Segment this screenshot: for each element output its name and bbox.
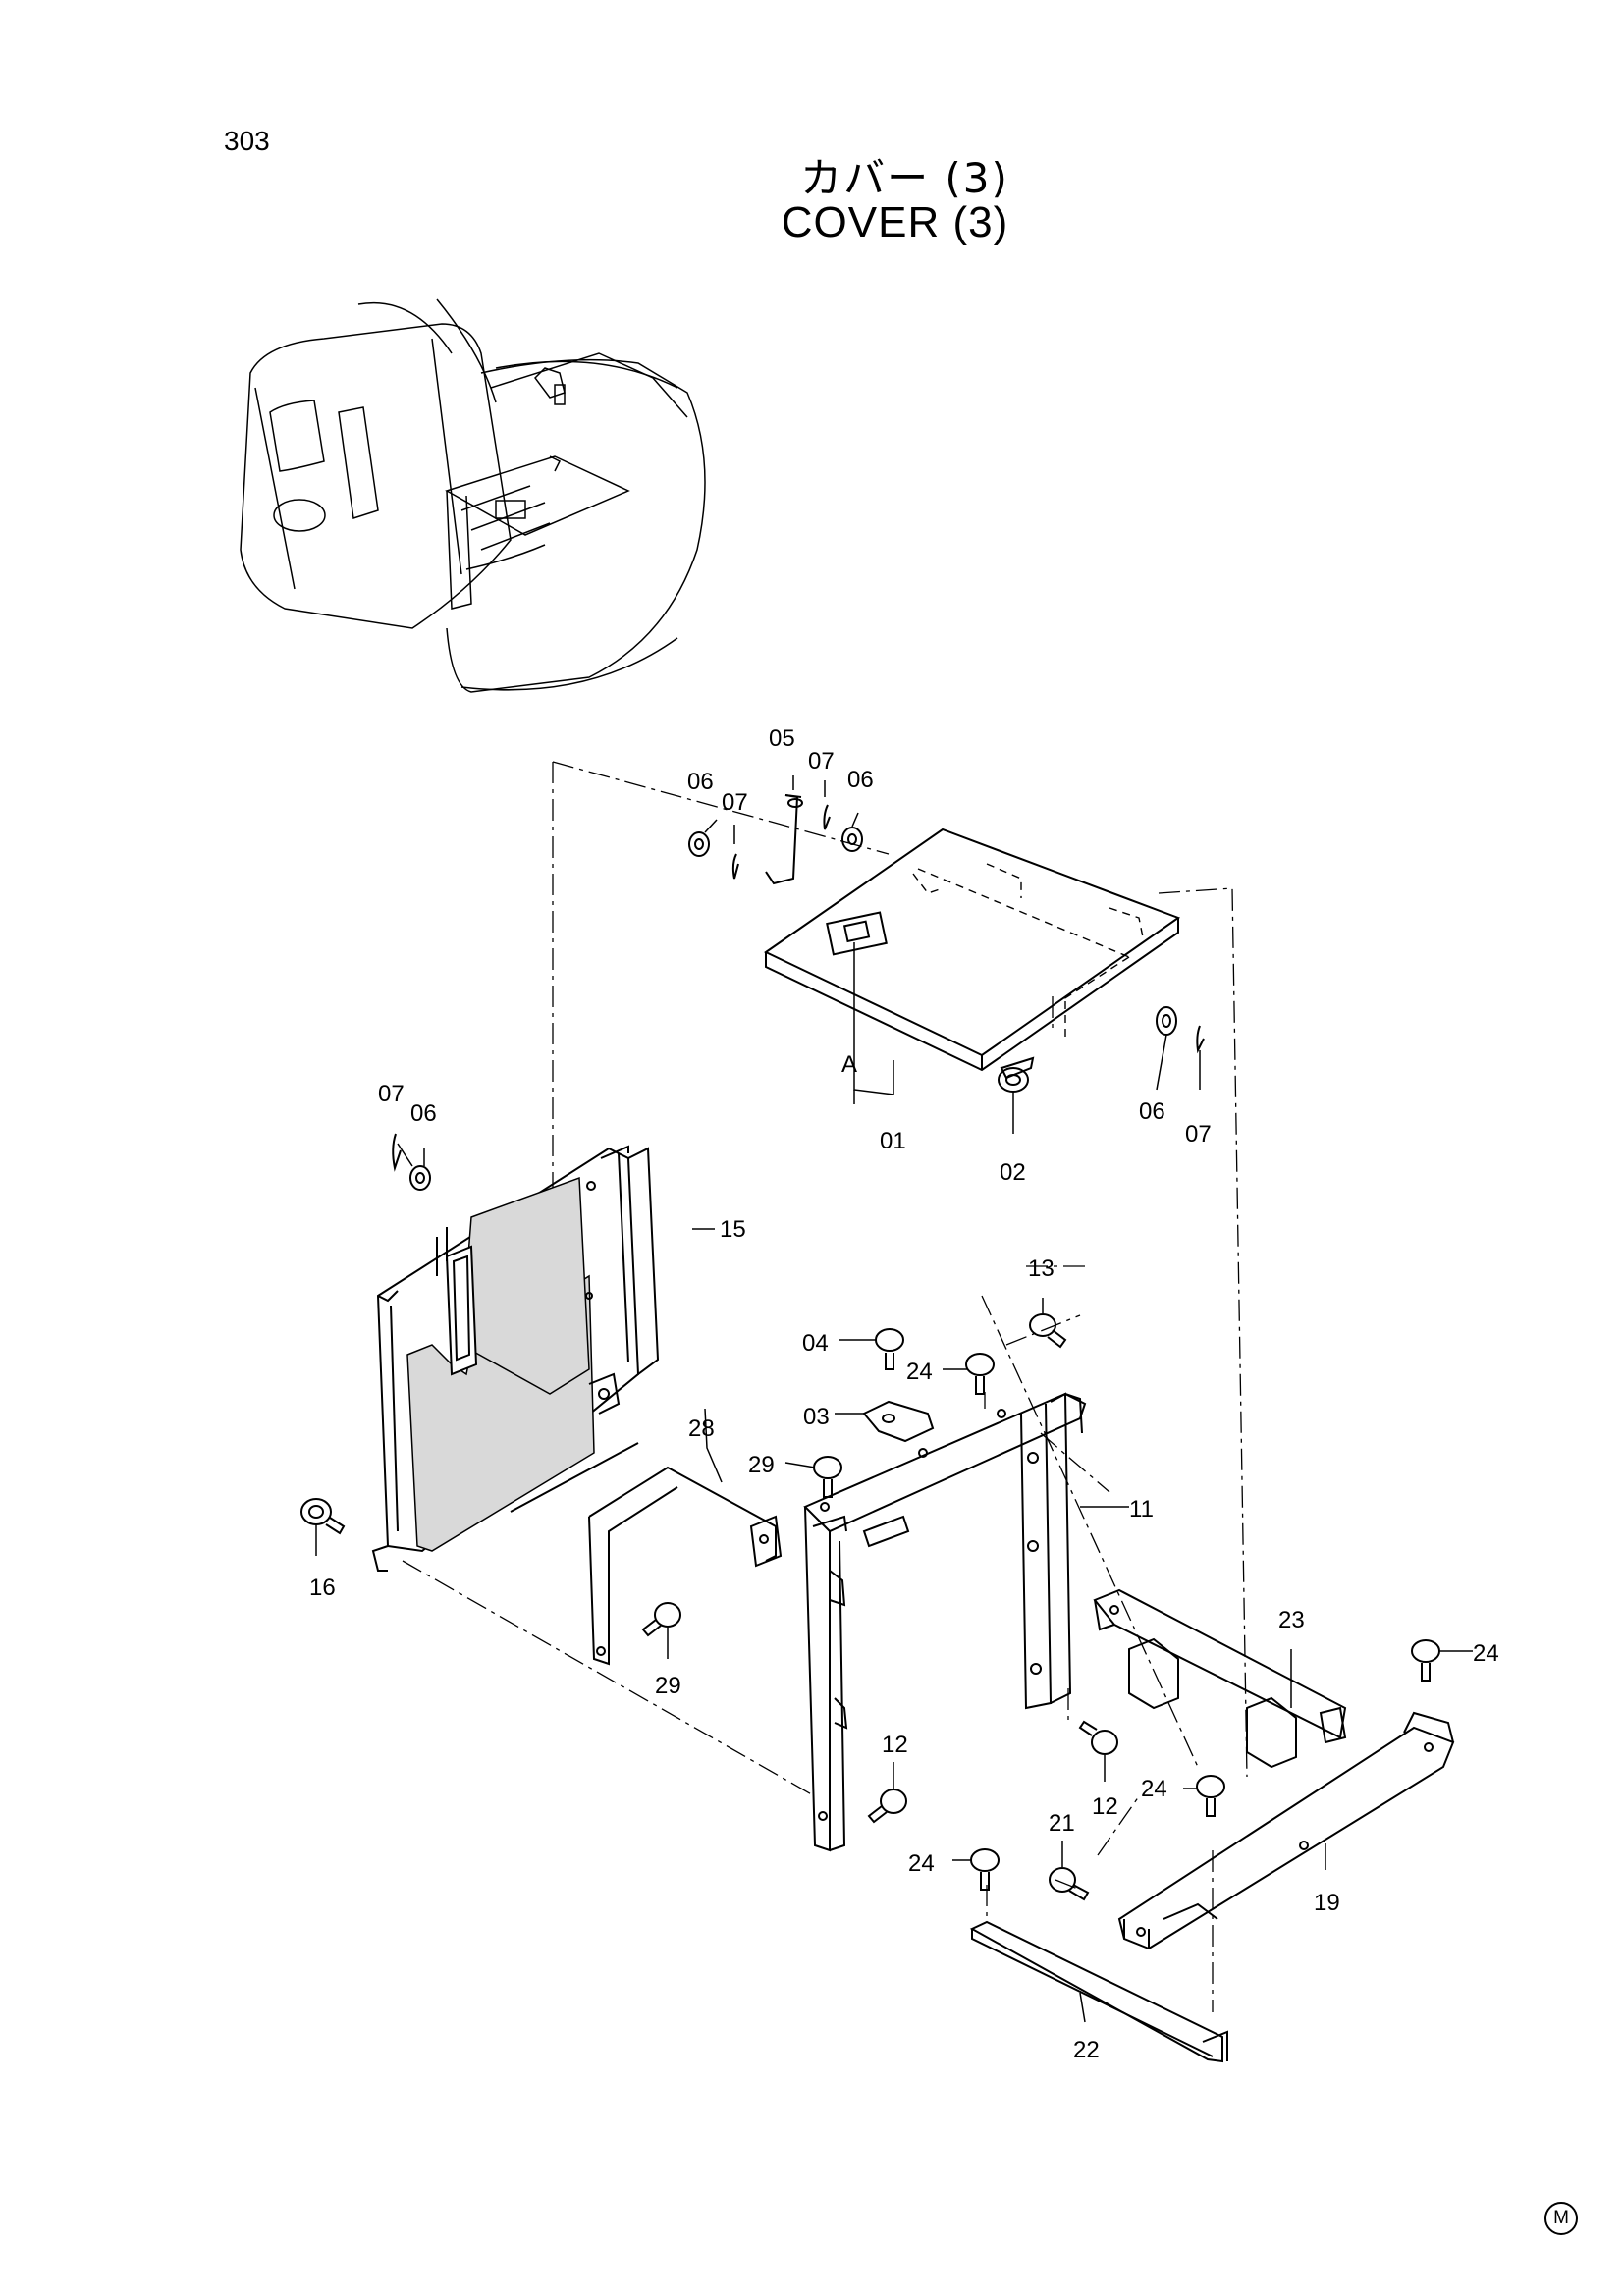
pin-upper-right [823, 804, 831, 830]
bolt-02 [998, 1056, 1035, 1093]
washer-right [1156, 1006, 1177, 1036]
label-01: 01 [880, 1128, 906, 1154]
label-04: 04 [802, 1330, 829, 1357]
label-06-top-left: 06 [687, 769, 714, 795]
title-english: COVER (3) [781, 198, 1009, 246]
label-06-side: 06 [410, 1100, 437, 1127]
label-21: 21 [1049, 1810, 1075, 1837]
plate-22 [969, 1920, 1228, 2063]
label-24-a: 24 [906, 1359, 933, 1385]
lock-rod [765, 794, 803, 885]
bolt-24-d [970, 1848, 1000, 1891]
label-16: 16 [309, 1575, 336, 1601]
bolt-24-a [965, 1353, 995, 1395]
label-29-b: 29 [655, 1673, 681, 1699]
bracket-28 [588, 1466, 783, 1666]
washer-upper-right [841, 827, 863, 852]
label-24-d: 24 [908, 1850, 935, 1877]
pin-side [392, 1133, 402, 1172]
frame-19 [1117, 1711, 1455, 1950]
bolt-13 [1029, 1313, 1067, 1349]
label-24-c: 24 [1141, 1776, 1167, 1802]
label-19: 19 [1314, 1890, 1340, 1916]
label-23: 23 [1278, 1607, 1305, 1633]
label-02: 02 [1000, 1159, 1026, 1186]
bracket-23 [1093, 1588, 1347, 1769]
top-cover-panel [764, 828, 1181, 1072]
label-05: 05 [769, 725, 795, 752]
label-07-top-right: 07 [808, 748, 835, 774]
bolt-21 [1049, 1867, 1090, 1901]
main-frame [803, 1392, 1087, 1852]
machine-overview-illustration [240, 298, 706, 693]
corner-mark: M [1544, 2202, 1578, 2235]
label-07-right: 07 [1185, 1121, 1212, 1148]
label-06-right: 06 [1139, 1098, 1165, 1125]
label-12-b: 12 [1092, 1793, 1118, 1820]
label-11: 11 [1129, 1496, 1154, 1522]
bolt-29-a [813, 1456, 842, 1498]
page-number: 303 [224, 126, 270, 156]
bolt-12-a [867, 1789, 907, 1824]
label-22: 22 [1073, 2037, 1100, 2063]
label-24-b: 24 [1473, 1640, 1499, 1667]
washer-side [409, 1165, 431, 1191]
bolt-16 [300, 1498, 346, 1535]
pin-upper-left [731, 853, 739, 880]
pin-right [1196, 1025, 1205, 1054]
washer-upper-left [688, 831, 710, 857]
label-03: 03 [803, 1404, 830, 1430]
bolt-24-b [1411, 1639, 1440, 1682]
side-panel [371, 1145, 660, 1572]
label-07-top-left: 07 [722, 789, 748, 816]
title-japanese: カバー (3) [800, 154, 1009, 202]
label-13: 13 [1028, 1255, 1055, 1282]
label-06-top-right: 06 [847, 767, 874, 793]
bolt-04 [875, 1328, 904, 1370]
label-view-a: A [841, 1051, 857, 1078]
bolt-29-b [641, 1602, 681, 1637]
bracket-03 [862, 1400, 935, 1443]
label-28: 28 [688, 1415, 715, 1442]
label-29-a: 29 [748, 1452, 775, 1478]
bolt-12-b [1078, 1720, 1118, 1755]
label-15: 15 [720, 1216, 746, 1243]
label-07-side: 07 [378, 1081, 405, 1107]
label-12-a: 12 [882, 1732, 908, 1758]
bolt-24-c [1196, 1775, 1225, 1817]
